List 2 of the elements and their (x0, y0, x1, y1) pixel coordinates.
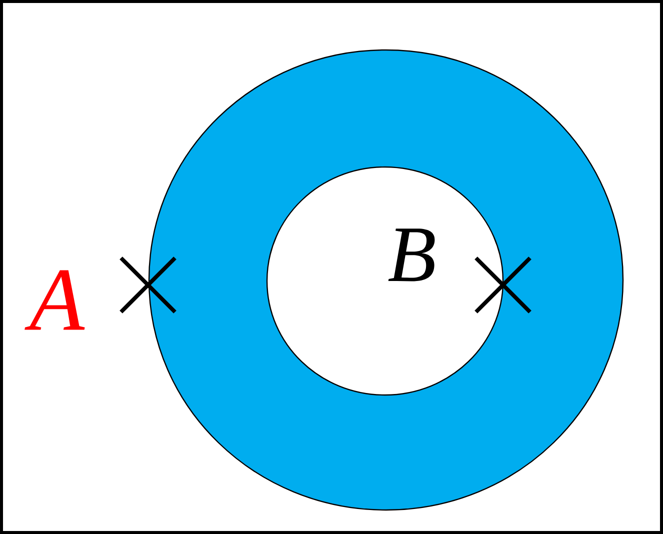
point-label: A (24, 270, 85, 330)
point-label: B (388, 228, 435, 282)
